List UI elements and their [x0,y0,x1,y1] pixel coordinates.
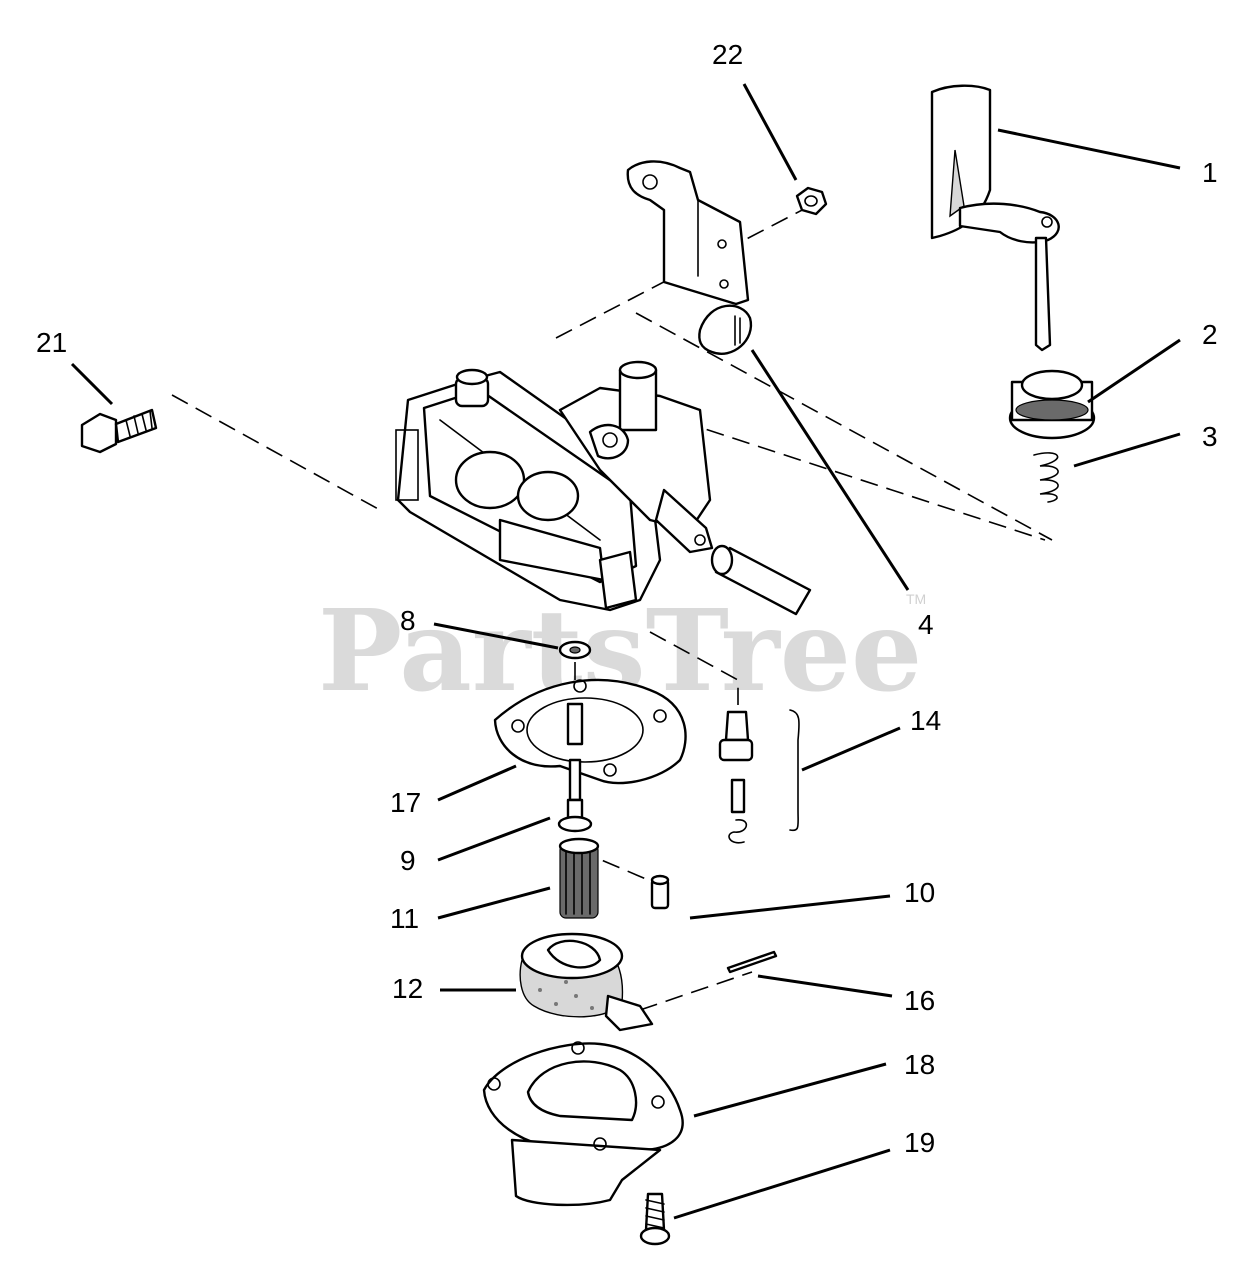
part-9-jet [557,798,593,833]
callout-11: 11 [390,903,419,934]
part-16-pin [726,950,778,974]
callout-4: 4 [918,609,934,640]
callout-22: 22 [712,39,743,70]
part-3-spring [1033,452,1059,503]
callout-10: 10 [904,877,935,908]
callout-labels: 1 2 3 4 8 9 10 11 12 14 16 17 18 19 21 2… [36,39,1218,1158]
part-12-float [519,932,654,1032]
fuel-tube [710,544,812,616]
part-8-washer [558,640,592,660]
part-18-bowl [482,1041,684,1207]
watermark-tm: TM [906,591,926,607]
callout-17: 17 [390,787,421,818]
part-14-valve-set [718,709,800,844]
leader-lines [70,83,1181,1220]
callout-14: 14 [910,705,941,736]
part-21-bolt [80,408,158,454]
callout-8: 8 [400,605,416,636]
callout-3: 3 [1202,421,1218,452]
callout-12: 12 [392,973,423,1004]
throttle-bracket [626,160,750,306]
part-19-screw [639,1192,671,1246]
callout-2: 2 [1202,319,1218,350]
callout-1: 1 [1202,157,1218,188]
throttle-housing [558,360,714,554]
callout-9: 9 [400,845,416,876]
part-11-screen [558,837,600,919]
part-17-gasket [493,678,687,785]
callout-16: 16 [904,985,935,1016]
part-1-choke-lever [930,84,1060,352]
part-10-fitting [650,874,670,910]
carburetor-body [395,368,662,612]
main-jet-needle [566,702,584,802]
callout-18: 18 [904,1049,935,1080]
callout-19: 19 [904,1127,935,1158]
part-2-knob [1008,369,1096,440]
part-22-nut [795,186,828,216]
callout-21: 21 [36,327,67,358]
part-4-plate [698,304,753,355]
